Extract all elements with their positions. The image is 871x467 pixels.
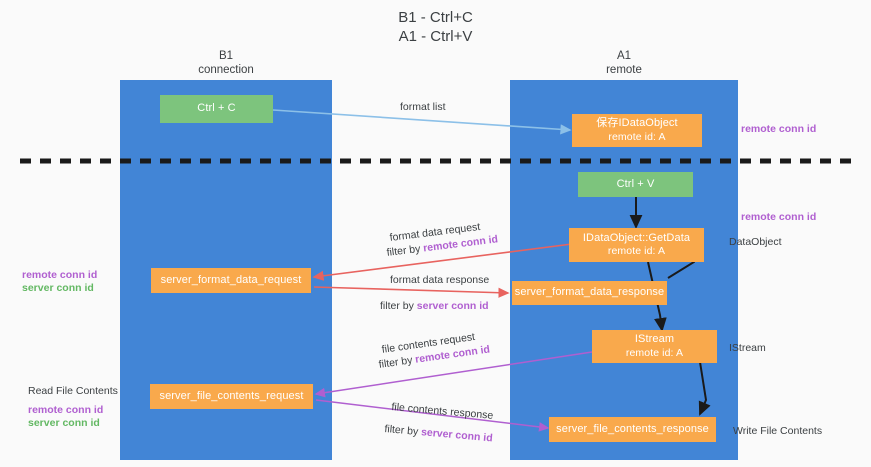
node-set-idataobject-line2: remote id: A [608, 130, 666, 143]
node-istream[interactable]: IStream remote id: A [592, 330, 717, 363]
node-set-idataobject[interactable]: 保存IDataObject remote id: A [572, 114, 702, 147]
lane-heading-b1: B1 connection [198, 50, 254, 76]
edge-label-format-list: format list [400, 101, 446, 113]
annotation-remote-conn-id-mid: remote conn id [741, 211, 817, 223]
node-ctrl-v-label: Ctrl + V [616, 177, 655, 190]
annotation-dataobject: DataObject [729, 236, 782, 248]
node-server-file-contents-request-label: server_file_contents_request [159, 389, 304, 402]
node-istream-line2: remote id: A [625, 346, 684, 359]
node-server-format-data-request[interactable]: server_format_data_request [151, 268, 311, 293]
annotation-istream: IStream [729, 342, 766, 354]
edge-label-format-data-response-filter: filter by server conn id [380, 300, 489, 313]
edge-istream-to-response [698, 361, 711, 416]
node-idataobject-getdata[interactable]: IDataObject::GetData remote id: A [569, 228, 704, 262]
node-server-file-contents-response[interactable]: server_file_contents_response [549, 417, 716, 442]
node-server-format-data-request-label: server_format_data_request [160, 273, 302, 286]
annotation-left-server-conn-id-mid: server conn id [22, 282, 94, 294]
node-server-file-contents-response-label: server_file_contents_response [556, 422, 709, 435]
filter-key-server-conn-id-1: server conn id [416, 300, 489, 312]
node-ctrl-v[interactable]: Ctrl + V [578, 172, 693, 197]
annotation-write-file-contents: Write File Contents [733, 425, 823, 437]
annotation-left-remote-conn-id-mid: remote conn id [22, 269, 98, 281]
edge-format-list [272, 109, 572, 135]
edge-getdata-to-istream [647, 261, 667, 332]
annotation-remote-conn-id-top: remote conn id [741, 123, 817, 135]
node-idataobject-getdata-line1: IDataObject::GetData [582, 231, 691, 244]
edge-file-contents-response [315, 399, 550, 432]
node-server-format-data-response-label: server_format_data_response [514, 286, 665, 299]
node-istream-line1: IStream [634, 333, 675, 345]
node-server-format-data-response[interactable]: server_format_data_response [512, 281, 667, 305]
node-server-file-contents-request[interactable]: server_file_contents_request [150, 384, 313, 409]
page-title: B1 - Ctrl+C A1 - Ctrl+V [398, 9, 473, 45]
node-idataobject-getdata-line2: remote id: A [607, 245, 666, 257]
edge-format-data-request [312, 243, 573, 281]
node-ctrl-c-label: Ctrl + C [197, 102, 236, 115]
annotation-left-remote-conn-id-bottom: remote conn id [28, 404, 104, 416]
edge-label-format-data-response: format data response [390, 274, 490, 286]
edge-file-contents-request [314, 351, 593, 398]
filter-prefix-4: filter by [383, 423, 422, 439]
node-set-idataobject-line1: 保存IDataObject [596, 117, 678, 129]
lane-heading-a1: A1 remote [606, 50, 642, 76]
node-ctrl-c[interactable]: Ctrl + C [160, 95, 273, 123]
annotation-read-file-contents: Read File Contents [28, 385, 118, 397]
filter-prefix-2: filter by [380, 300, 417, 312]
annotation-left-server-conn-id-bottom: server conn id [28, 417, 100, 429]
edge-format-data-response [313, 286, 510, 298]
